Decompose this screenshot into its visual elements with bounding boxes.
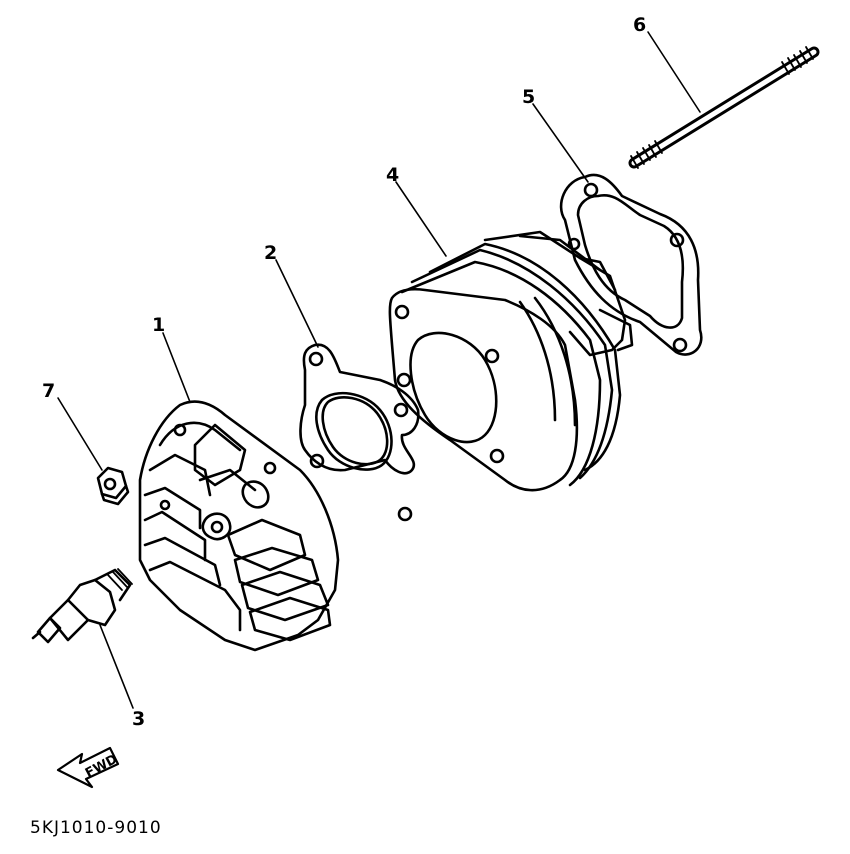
callout-1: 1 [152,314,166,336]
cylinder [388,230,634,492]
callout-5: 5 [522,86,536,108]
cylinder-head [138,400,340,652]
callout-3: 3 [132,708,146,730]
leader-lines [57,31,701,709]
head-gasket [299,343,420,522]
forward-arrow-icon [56,746,120,789]
nut [96,466,130,506]
callout-4: 4 [386,164,400,186]
base-gasket [559,173,703,356]
stud-bolt [628,46,820,169]
callout-2: 2 [264,242,278,264]
diagram-code: 5KJ1010-9010 [30,818,162,838]
callout-6: 6 [633,14,647,36]
callout-7: 7 [42,380,56,402]
spark-plug [31,568,133,644]
